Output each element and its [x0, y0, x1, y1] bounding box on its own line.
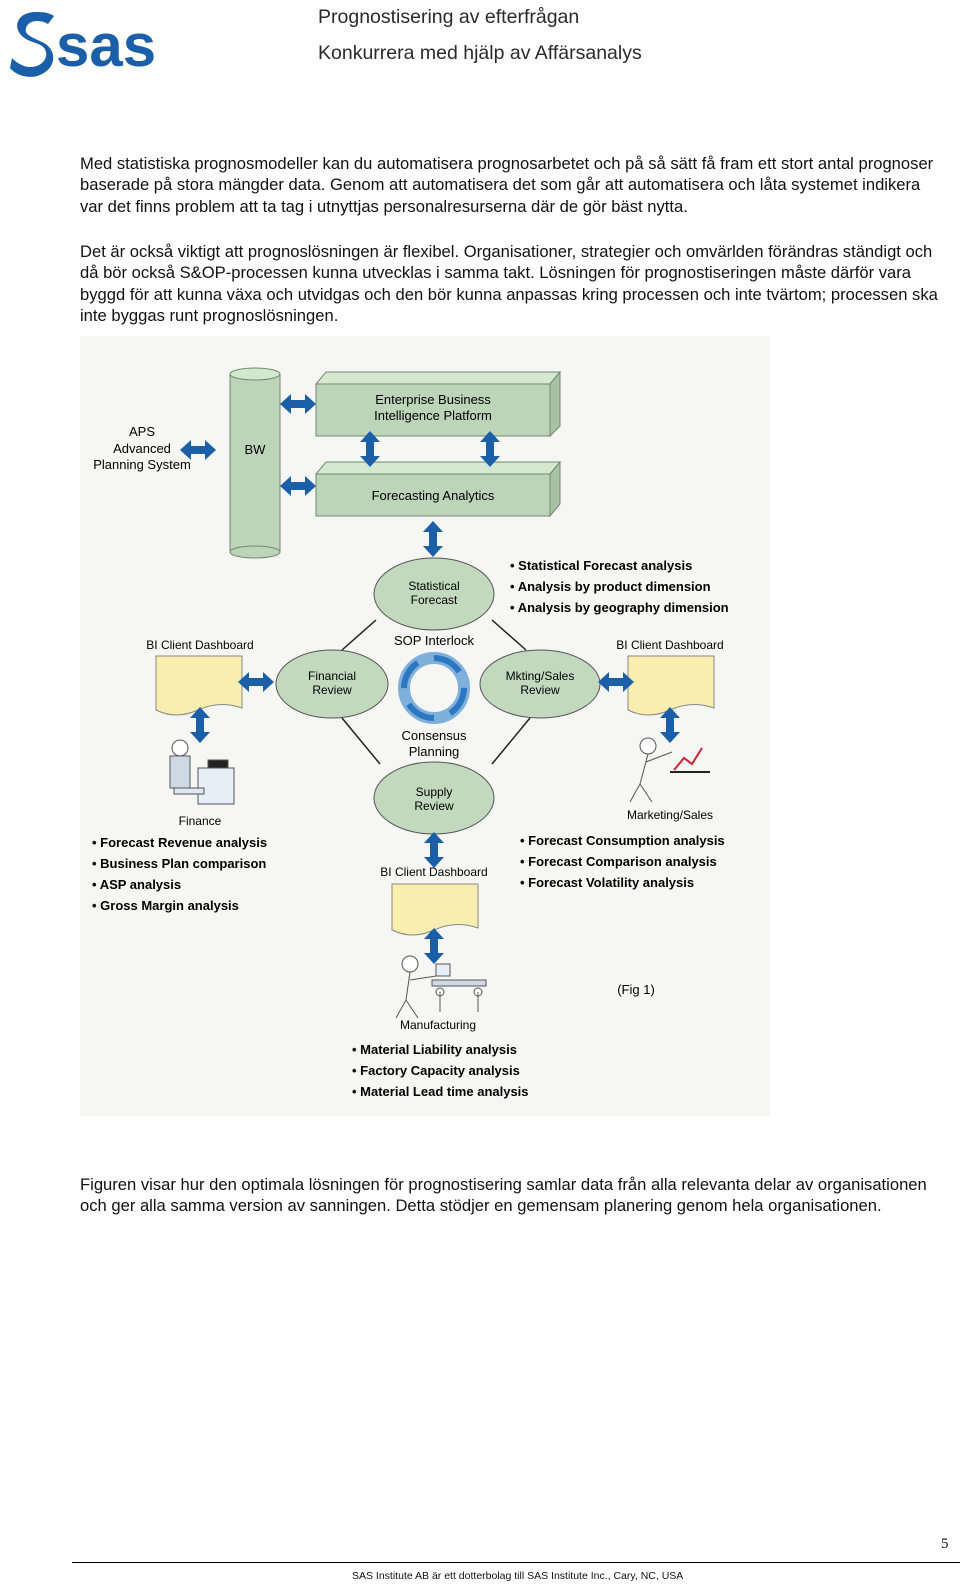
finance-person-icon	[169, 739, 235, 805]
bullet-manufacturing-2: • Factory Capacity analysis	[352, 1063, 520, 1078]
bullet-finance-3: • ASP analysis	[92, 877, 181, 892]
dashboard-bottom-label: BI Client Dashboard	[380, 865, 487, 879]
bw-database-icon	[229, 367, 281, 559]
footer-rule	[72, 1562, 960, 1563]
logo-wordmark: sas	[56, 12, 156, 79]
supply-label: Supply	[416, 785, 453, 799]
sop-cycle-icon	[398, 652, 470, 724]
mkting-review-node	[479, 649, 601, 719]
bullet-top-3: • Analysis by geography dimension	[510, 600, 729, 615]
statistical-label: Statistical	[408, 579, 459, 593]
forecasting-label: Forecasting Analytics	[372, 488, 495, 503]
financial-label-2: Review	[312, 683, 352, 697]
sop-figure: BW APS Advanced Planning System Enterpri…	[80, 336, 770, 1116]
header-title: Prognostisering av efterfrågan	[318, 6, 580, 28]
bullet-marketing-1: • Forecast Consumption analysis	[520, 833, 725, 848]
ebi-label-2: Intelligence Platform	[374, 408, 492, 423]
ebi-platform-box	[314, 370, 562, 438]
consensus-label-2: Planning	[409, 744, 460, 759]
sop-label: SOP Interlock	[394, 633, 474, 648]
bullet-finance-2: • Business Plan comparison	[92, 856, 266, 871]
finance-label: Finance	[179, 814, 222, 828]
aps-label-3: Planning System	[93, 457, 191, 472]
fig-label: (Fig 1)	[617, 982, 655, 997]
marketing-person-icon	[629, 737, 710, 803]
aps-label-2: Advanced	[113, 441, 171, 456]
aps-label: APS	[129, 424, 155, 439]
supply-label-2: Review	[414, 799, 454, 813]
bullet-top-2: • Analysis by product dimension	[510, 579, 711, 594]
bullet-top-1: • Statistical Forecast analysis	[510, 558, 692, 573]
footer-text: SAS Institute AB är ett dotterbolag till…	[352, 1570, 684, 1582]
ebi-label: Enterprise Business	[375, 392, 491, 407]
mkting-label-2: Review	[520, 683, 560, 697]
bullet-finance-1: • Forecast Revenue analysis	[92, 835, 267, 850]
bullet-finance-4: • Gross Margin analysis	[92, 898, 239, 913]
header-subtitle: Konkurrera med hjälp av Affärsanalys	[318, 42, 642, 64]
dashboard-right-label: BI Client Dashboard	[616, 638, 723, 652]
page-number: 5	[941, 1536, 949, 1552]
bullet-manufacturing-3: • Material Lead time analysis	[352, 1084, 529, 1099]
bullet-manufacturing-1: • Material Liability analysis	[352, 1042, 517, 1057]
financial-label: Financial	[308, 669, 356, 683]
mkting-label: Mkting/Sales	[506, 669, 575, 683]
marketing-label: Marketing/Sales	[627, 808, 713, 822]
dashboard-left-label: BI Client Dashboard	[146, 638, 253, 652]
sas-logo: sas	[10, 12, 156, 79]
manufacturing-person-icon	[395, 955, 487, 1019]
manufacturing-label: Manufacturing	[400, 1018, 476, 1032]
forecasting-analytics-box	[314, 460, 562, 518]
paragraph-1: Med statistiska prognosmodeller kan du a…	[80, 154, 934, 216]
bullet-marketing-2: • Forecast Comparison analysis	[520, 854, 717, 869]
bw-label: BW	[245, 442, 267, 457]
consensus-label: Consensus	[401, 728, 467, 743]
paragraph-3: Figuren visar hur den optimala lösningen…	[80, 1175, 927, 1216]
paragraph-2: Det är också viktigt att prognoslösninge…	[80, 242, 938, 326]
financial-review-node	[275, 649, 389, 719]
statistical-label-2: Forecast	[411, 593, 458, 607]
bullet-marketing-3: • Forecast Volatility analysis	[520, 875, 694, 890]
statistical-forecast-node	[373, 557, 495, 631]
